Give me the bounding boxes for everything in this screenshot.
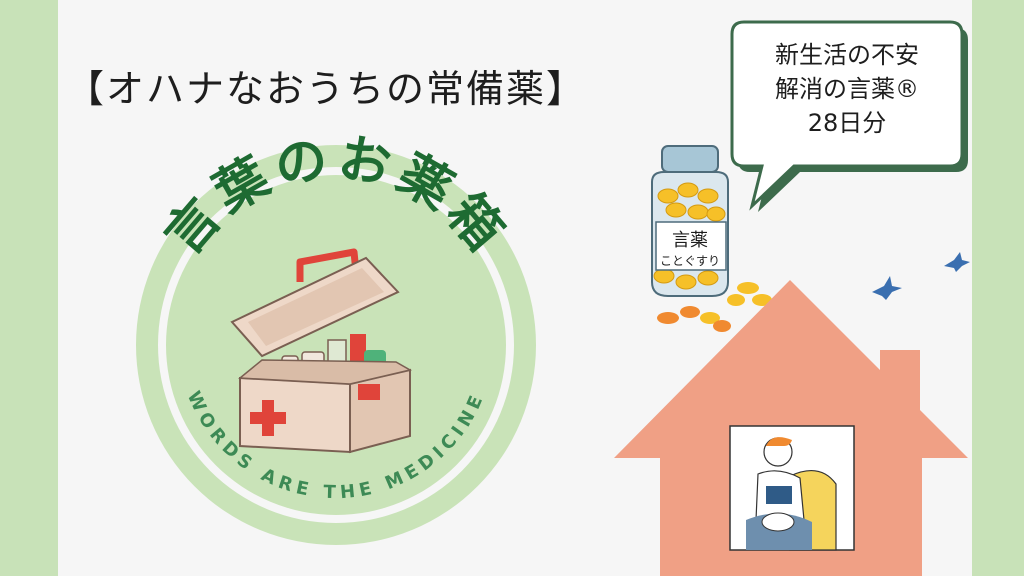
box-latch [358, 384, 380, 400]
house-roof [614, 280, 968, 458]
logo-badge: 言葉のお薬箱 WORDS ARE THE MEDICINE [136, 128, 536, 545]
bottle-label-main: 言薬 [672, 230, 708, 251]
bottle-cap [661, 145, 719, 173]
bird-icon [944, 252, 970, 272]
bottle-label [655, 221, 727, 271]
medicine-tube [350, 334, 366, 366]
birds [872, 252, 970, 300]
box-handle [296, 248, 360, 282]
bubble-line-2: 解消の言薬® [775, 75, 919, 103]
box-lid-inner [248, 268, 384, 346]
bubble-text: 新生活の不安 解消の言薬® 28日分 [737, 38, 957, 140]
bottle-pills [653, 182, 726, 290]
woman-hair [766, 437, 792, 446]
speech-bubble [730, 20, 968, 212]
bottle-label-sub: ことぐすり [660, 254, 720, 268]
box-rim [238, 359, 413, 385]
book [766, 486, 792, 504]
bubble-line-3: 28日分 [807, 109, 887, 137]
bubble-body [730, 20, 964, 211]
house [614, 280, 968, 576]
scattered-pills [657, 282, 772, 332]
cat [761, 512, 795, 532]
page-title: 【オハナなおうちの常備薬】 [66, 67, 587, 111]
bubble-line-1: 新生活の不安 [775, 41, 919, 69]
bird-icon [872, 276, 902, 300]
first-aid-box [230, 248, 413, 454]
pill-bottle: 言薬 ことぐすり [651, 145, 729, 297]
red-cross-h [250, 412, 286, 424]
reading-woman [746, 437, 812, 550]
